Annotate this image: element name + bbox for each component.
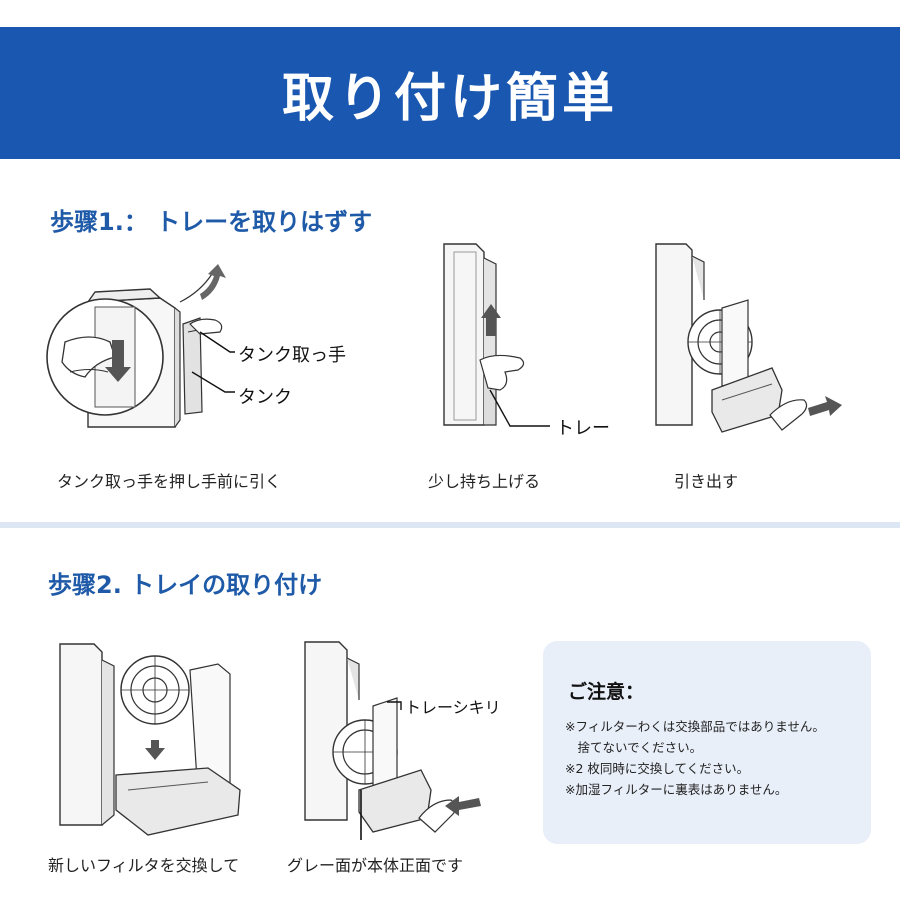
callout-tray: トレー	[556, 418, 610, 439]
banner-title: 取り付け簡単	[281, 68, 618, 129]
step2-caption-1: 新しいフィルタを交換して	[48, 856, 240, 875]
step1-caption-1: タンク取っ手を押し手前に引く	[57, 472, 282, 491]
illustration-replace-filter	[59, 643, 241, 836]
caution-line-3: ※2 枚同時に交換してください。	[565, 761, 750, 776]
caution-note-box: ご注意： ※フィルターわくは交換部品ではありません。 捨てないでください。 ※2…	[543, 641, 871, 844]
callout-tank-handle: タンク取っ手	[238, 345, 346, 366]
caution-line-1: ※フィルターわくは交換部品ではありません。	[565, 719, 825, 734]
section-divider	[0, 522, 900, 528]
callout-tray-divider: トレーシキリ	[405, 698, 501, 717]
callout-tank: タンク	[238, 387, 292, 408]
illustration-insert-tray	[304, 641, 481, 840]
caution-line-2: 捨てないでください。	[565, 740, 703, 755]
illustration-lift-tray	[443, 243, 550, 427]
illustration-press-tank-handle	[46, 264, 235, 428]
step2-title: 歩骤2. トレイの取り付け	[48, 571, 323, 599]
illustration-pull-out-tray	[655, 243, 842, 433]
caution-line-4: ※加湿フィルターに裏表はありません。	[565, 782, 788, 797]
header-banner: 取り付け簡単	[0, 27, 900, 159]
step1-caption-3: 引き出す	[674, 472, 739, 491]
step2-caption-2: グレー面が本体正面です	[287, 856, 464, 875]
caution-title: ご注意：	[568, 681, 645, 703]
step1-title: 歩骤1.： トレーを取りはずす	[50, 208, 373, 236]
step1-caption-2: 少し持ち上げる	[428, 472, 541, 491]
